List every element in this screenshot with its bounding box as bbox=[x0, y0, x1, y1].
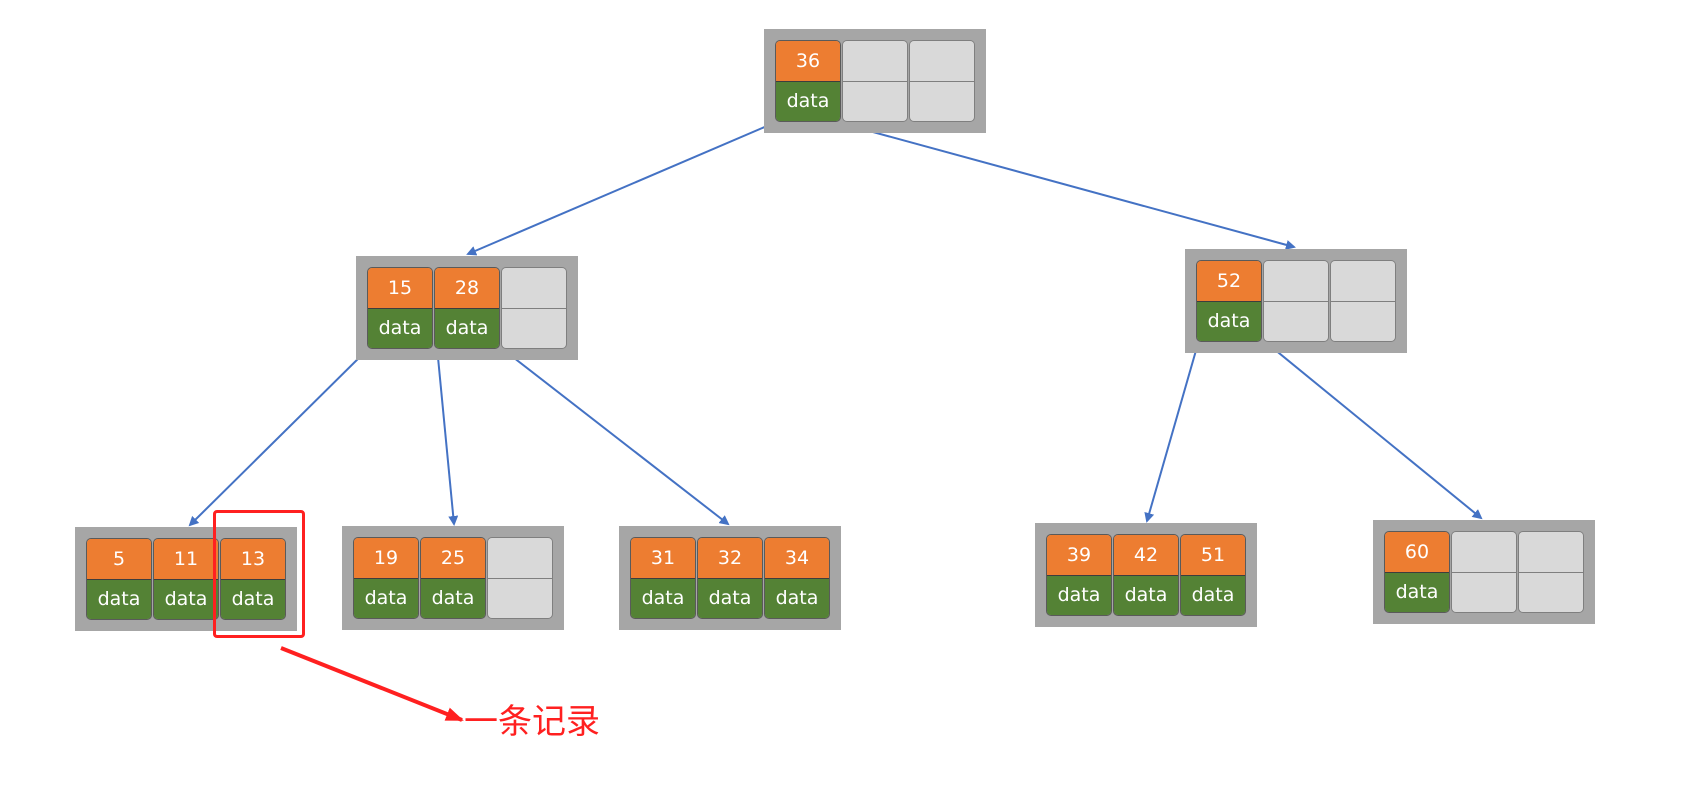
key: 28 bbox=[435, 268, 499, 309]
key: 5 bbox=[87, 539, 151, 580]
key: 39 bbox=[1047, 535, 1111, 576]
cell-leaf1-0: 5 data bbox=[86, 538, 152, 620]
cell-leaf2-1: 25 data bbox=[420, 537, 486, 619]
cell-midright-2 bbox=[1330, 260, 1396, 342]
node-root: 36 data bbox=[764, 29, 986, 133]
cell-midleft-1: 28 data bbox=[434, 267, 500, 349]
node-mid-left: 15 data 28 data bbox=[356, 256, 578, 360]
callout-arrow bbox=[280, 646, 464, 722]
data: data bbox=[776, 81, 840, 121]
cell-root-0: 36 data bbox=[775, 40, 841, 122]
cell-leaf4-0: 39 data bbox=[1046, 534, 1112, 616]
key: 13 bbox=[221, 539, 285, 580]
data: data bbox=[1181, 575, 1245, 615]
data: data bbox=[765, 578, 829, 618]
key: 51 bbox=[1181, 535, 1245, 576]
data: data bbox=[1197, 301, 1261, 341]
key: 15 bbox=[368, 268, 432, 309]
cell-midright-1 bbox=[1263, 260, 1329, 342]
edge-midleft-leaf3 bbox=[499, 346, 730, 526]
key: 60 bbox=[1385, 532, 1449, 573]
edge-root-midright bbox=[839, 122, 1296, 250]
cell-root-2 bbox=[909, 40, 975, 122]
data: data bbox=[698, 578, 762, 618]
key: 42 bbox=[1114, 535, 1178, 576]
edge-midright-leaf4 bbox=[1144, 339, 1200, 523]
data: data bbox=[368, 308, 432, 348]
cell-leaf3-2: 34 data bbox=[764, 537, 830, 619]
key: 19 bbox=[354, 538, 418, 579]
edge-midright-leaf5 bbox=[1262, 339, 1483, 520]
cell-midleft-0: 15 data bbox=[367, 267, 433, 349]
callout-label: 一条记录 bbox=[464, 702, 600, 742]
cell-leaf1-1: 11 data bbox=[153, 538, 219, 620]
cell-leaf2-2 bbox=[487, 537, 553, 619]
cell-leaf3-1: 32 data bbox=[697, 537, 763, 619]
cell-midright-0: 52 data bbox=[1196, 260, 1262, 342]
node-leaf-4: 39 data 42 data 51 data bbox=[1035, 523, 1257, 627]
data: data bbox=[631, 578, 695, 618]
key: 52 bbox=[1197, 261, 1261, 302]
cell-leaf4-1: 42 data bbox=[1113, 534, 1179, 616]
data: data bbox=[221, 579, 285, 619]
key: 32 bbox=[698, 538, 762, 579]
node-leaf-1: 5 data 11 data 13 data bbox=[75, 527, 297, 631]
data: data bbox=[421, 578, 485, 618]
cell-leaf1-2: 13 data bbox=[220, 538, 286, 620]
key: 34 bbox=[765, 538, 829, 579]
node-leaf-3: 31 data 32 data 34 data bbox=[619, 526, 841, 630]
data: data bbox=[1047, 575, 1111, 615]
cell-leaf4-2: 51 data bbox=[1180, 534, 1246, 616]
record-highlight-box bbox=[213, 510, 305, 638]
node-mid-right: 52 data bbox=[1185, 249, 1407, 353]
data: data bbox=[154, 579, 218, 619]
data: data bbox=[1114, 575, 1178, 615]
data: data bbox=[435, 308, 499, 348]
edge-midleft-leaf1 bbox=[188, 346, 371, 527]
cell-midleft-2 bbox=[501, 267, 567, 349]
edge-root-midleft bbox=[466, 122, 775, 256]
cell-leaf2-0: 19 data bbox=[353, 537, 419, 619]
edge-midleft-leaf2 bbox=[436, 346, 459, 526]
cell-leaf5-2 bbox=[1518, 531, 1584, 613]
data: data bbox=[354, 578, 418, 618]
data: data bbox=[87, 579, 151, 619]
data: data bbox=[1385, 572, 1449, 612]
cell-leaf3-0: 31 data bbox=[630, 537, 696, 619]
cell-root-1 bbox=[842, 40, 908, 122]
key: 11 bbox=[154, 539, 218, 580]
node-leaf-5: 60 data bbox=[1373, 520, 1595, 624]
node-leaf-2: 19 data 25 data bbox=[342, 526, 564, 630]
cell-leaf5-0: 60 data bbox=[1384, 531, 1450, 613]
key: 31 bbox=[631, 538, 695, 579]
cell-leaf5-1 bbox=[1451, 531, 1517, 613]
key: 36 bbox=[776, 41, 840, 82]
key: 25 bbox=[421, 538, 485, 579]
